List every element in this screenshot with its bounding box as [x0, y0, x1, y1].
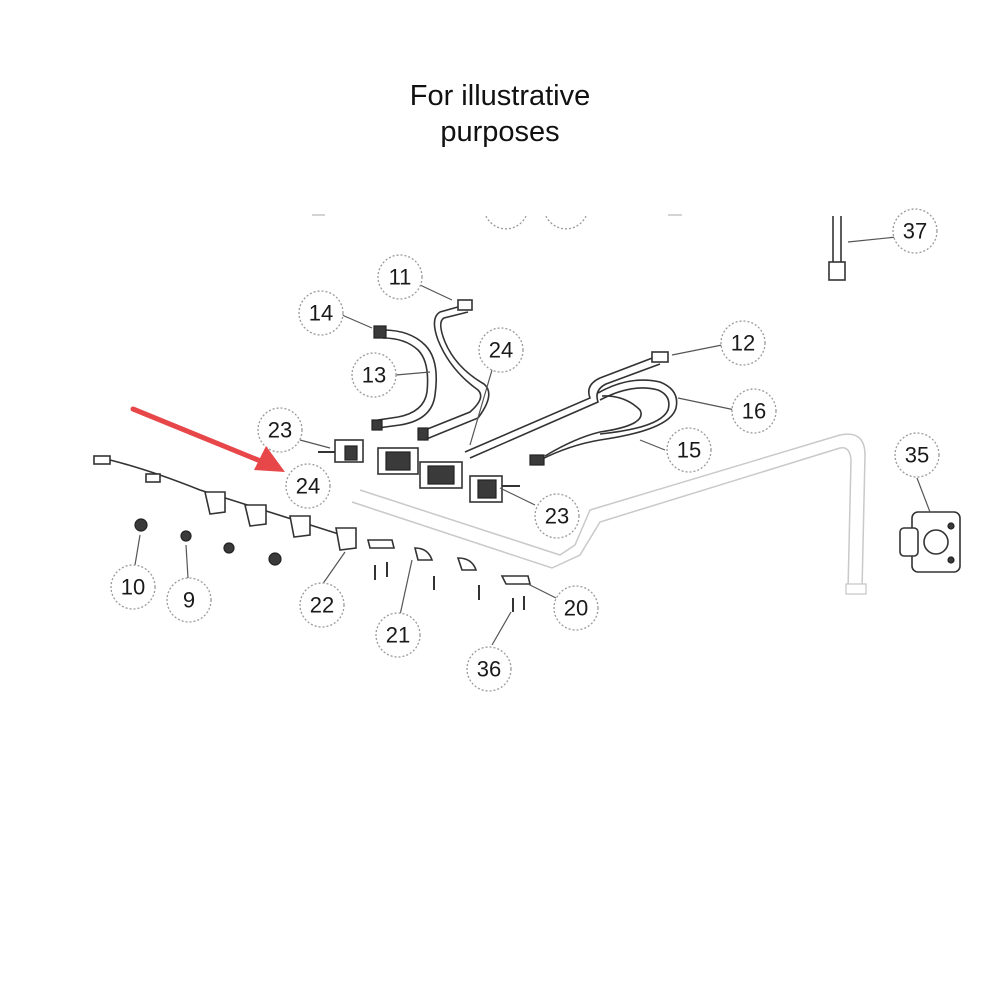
callout-35[interactable]: 35 [894, 432, 940, 478]
svg-text:23: 23 [268, 418, 292, 443]
callout-21[interactable]: 21 [375, 612, 421, 658]
bracket-21-b [413, 547, 434, 561]
screws [374, 562, 525, 612]
gas-tube-assembly-right [464, 351, 678, 466]
callout-13[interactable]: 13 [351, 352, 397, 398]
callout-10[interactable]: 10 [110, 564, 156, 610]
callout-12[interactable]: 12 [720, 320, 766, 366]
svg-text:13: 13 [362, 363, 386, 388]
clip-9-a [180, 530, 192, 542]
callout-37[interactable]: 37 [892, 208, 938, 254]
highlight-arrow [130, 406, 285, 472]
callout-14[interactable]: 14 [298, 290, 344, 336]
gas-tube-assembly-left [371, 299, 490, 441]
igniter-electrode-4 [335, 527, 357, 551]
svg-text:23: 23 [545, 504, 569, 529]
burner-frame [351, 433, 867, 595]
caption-line-2: purposes [440, 116, 560, 148]
gas-hose [828, 216, 846, 281]
igniter-electrode-3 [289, 515, 311, 538]
caption-line-1: For illustrative [409, 80, 591, 112]
harness-connector [93, 455, 111, 465]
gas-valve-4 [469, 475, 520, 503]
pressure-regulator [899, 511, 961, 573]
igniter-electrode-1 [203, 491, 226, 515]
nut-10 [134, 518, 148, 532]
svg-text:15: 15 [677, 438, 701, 463]
svg-text:24: 24 [489, 338, 513, 363]
svg-text:36: 36 [477, 657, 501, 682]
igniter-electrode-2 [243, 504, 267, 527]
svg-text:10: 10 [121, 575, 145, 600]
svg-text:21: 21 [386, 623, 410, 648]
tube-fitting-12 [651, 351, 669, 363]
small-hardware [134, 518, 532, 612]
gas-valve-3 [419, 461, 463, 489]
tube-fitting-15 [529, 454, 545, 466]
svg-text:22: 22 [310, 593, 334, 618]
leader-lines [134, 234, 931, 646]
callout-15[interactable]: 15 [666, 427, 712, 473]
callout-16[interactable]: 16 [731, 388, 777, 434]
svg-text:20: 20 [564, 596, 588, 621]
bracket-20-a [456, 557, 478, 571]
gas-valve-1 [318, 439, 364, 463]
svg-text:11: 11 [389, 265, 412, 290]
callout-24-top[interactable]: 24 [478, 327, 524, 373]
harness-clip [145, 473, 161, 483]
callout-24-highlighted[interactable]: 24 [285, 463, 331, 509]
illustrative-caption: For illustrative purposes [0, 78, 1000, 150]
clip-9-c [268, 552, 282, 566]
tube-fitting-11 [457, 299, 473, 311]
callout-36[interactable]: 36 [466, 646, 512, 692]
callout-11[interactable]: 11 [377, 254, 423, 300]
svg-text:16: 16 [742, 399, 766, 424]
svg-text:9: 9 [183, 588, 195, 613]
tube-fitting-14 [373, 325, 387, 339]
bracket-20-b [500, 575, 532, 585]
igniter-harness [93, 455, 357, 551]
gas-valve-row [318, 439, 520, 503]
callout-23-left[interactable]: 23 [257, 407, 303, 453]
callout-23-right[interactable]: 23 [534, 493, 580, 539]
callout-9[interactable]: 9 [166, 577, 212, 623]
svg-text:14: 14 [309, 301, 333, 326]
svg-text:12: 12 [731, 331, 755, 356]
cropped-callouts [312, 214, 682, 230]
tube-fitting-13 [371, 419, 383, 431]
callout-20[interactable]: 20 [553, 585, 599, 631]
svg-text:24: 24 [296, 474, 320, 499]
bracket-21-a [366, 539, 396, 549]
hose-fitting [828, 261, 846, 281]
callout-22[interactable]: 22 [299, 582, 345, 628]
svg-text:35: 35 [905, 443, 929, 468]
gas-valve-2 [377, 447, 419, 475]
tube-fitting-13b [417, 427, 429, 441]
clip-9-b [223, 542, 235, 554]
svg-text:37: 37 [903, 219, 927, 244]
